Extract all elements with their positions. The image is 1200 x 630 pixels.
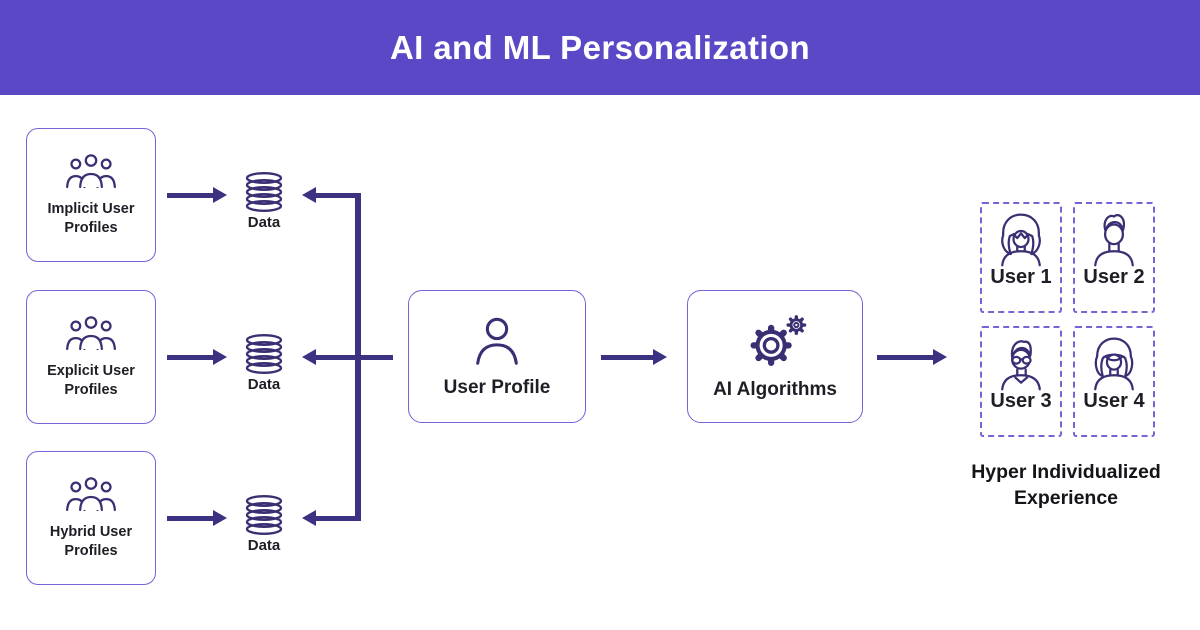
arrowhead-right-icon xyxy=(653,349,667,365)
group-icon xyxy=(65,314,117,351)
user-card-3: User 3 xyxy=(980,326,1062,437)
arrow-shaft xyxy=(601,354,653,360)
arrow-shaft xyxy=(167,192,213,198)
ai-algorithms-label: AI Algorithms xyxy=(713,378,837,400)
group-icon xyxy=(65,152,117,189)
arrowhead-right-icon xyxy=(213,510,227,526)
user-label: User 2 xyxy=(1083,266,1145,288)
profile-box-hybrid: Hybrid User Profiles xyxy=(26,451,156,585)
user-label: User 3 xyxy=(990,390,1052,412)
arrow-shaft xyxy=(877,354,933,360)
data-node: Data xyxy=(229,172,299,231)
user-card-1: User 1 xyxy=(980,202,1062,313)
data-node: Data xyxy=(229,334,299,393)
profile-box-implicit: Implicit User Profiles xyxy=(26,128,156,262)
ai-algorithms-box: AI Algorithms xyxy=(687,290,863,423)
database-icon xyxy=(242,334,286,374)
user-label: User 1 xyxy=(990,266,1052,288)
avatar-man-glasses-icon xyxy=(991,333,1051,393)
database-icon xyxy=(242,495,286,535)
profile-box-label: Implicit User Profiles xyxy=(47,201,135,236)
user-profile-box: User Profile xyxy=(408,290,586,423)
arrowhead-right-icon xyxy=(213,349,227,365)
arrowhead-left-icon xyxy=(302,349,316,365)
trunk-branch-bottom xyxy=(316,515,361,521)
arrowhead-left-icon xyxy=(302,510,316,526)
trunk-branch-top xyxy=(316,192,361,198)
arrowhead-right-icon xyxy=(933,349,947,365)
data-label: Data xyxy=(247,214,281,231)
page-title: AI and ML Personalization xyxy=(389,28,811,66)
header-banner: AI and ML Personalization xyxy=(0,0,1200,95)
user-card-4: User 4 xyxy=(1073,326,1155,437)
group-icon xyxy=(65,475,117,512)
data-label: Data xyxy=(247,537,281,554)
avatar-woman-bob-hair-icon xyxy=(1084,333,1144,393)
arrowhead-right-icon xyxy=(213,187,227,203)
arrow-shaft xyxy=(167,354,213,360)
gears-icon xyxy=(743,313,807,370)
user-label: User 4 xyxy=(1083,390,1145,412)
database-icon xyxy=(242,172,286,212)
trunk-branch-middle xyxy=(316,354,393,360)
avatar-woman-long-hair-icon xyxy=(991,209,1051,269)
data-label: Data xyxy=(247,376,281,393)
arrow-shaft xyxy=(167,515,213,521)
data-node: Data xyxy=(229,495,299,554)
profile-box-label: Explicit User Profiles xyxy=(47,363,135,398)
user-card-2: User 2 xyxy=(1073,202,1155,313)
profile-box-explicit: Explicit User Profiles xyxy=(26,290,156,424)
user-profile-label: User Profile xyxy=(443,377,551,398)
outcome-text: Hyper Individualized Experience xyxy=(971,461,1161,510)
avatar-man-curly-hair-icon xyxy=(1084,209,1144,269)
arrowhead-left-icon xyxy=(302,187,316,203)
profile-box-label: Hybrid User Profiles xyxy=(49,524,133,559)
person-icon xyxy=(470,314,524,368)
